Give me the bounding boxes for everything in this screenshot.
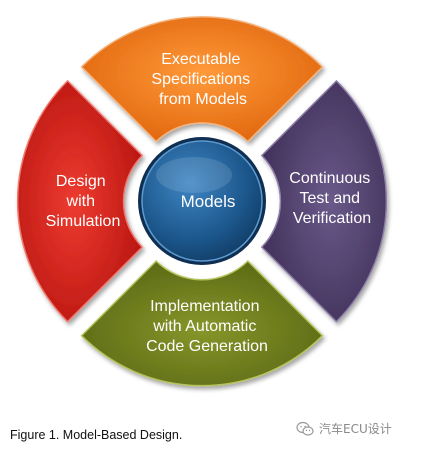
segment-left-line-3: Simulation xyxy=(46,213,121,230)
wechat-icon xyxy=(296,421,314,436)
center-hub: Models xyxy=(138,137,266,265)
segment-left-line-2: with xyxy=(66,193,95,210)
segment-right-line-3: Verification xyxy=(293,210,371,227)
segment-text-left: Design with Simulation xyxy=(46,173,121,230)
hub-circle xyxy=(141,140,263,262)
segment-continuous-test: Continuous Test and Verification xyxy=(260,79,388,323)
segment-implementation: Implementation with Automatic Code Gener… xyxy=(80,260,324,387)
segment-text-bottom: Implementation with Automatic Code Gener… xyxy=(146,298,268,355)
segment-right-line-2: Test and xyxy=(300,190,360,207)
segment-top-line-3: from Models xyxy=(159,91,247,108)
segment-shape-right xyxy=(260,79,388,323)
segment-bottom-line-3: Code Generation xyxy=(146,338,268,355)
segment-text-right: Continuous Test and Verification xyxy=(289,170,374,227)
segment-design-simulation: Design with Simulation xyxy=(16,79,144,323)
hub-highlight xyxy=(156,157,232,193)
watermark: 汽车ECU设计 xyxy=(296,420,392,437)
segment-bottom-line-1: Implementation xyxy=(150,298,259,315)
segment-top-line-1: Executable xyxy=(161,51,240,68)
segment-shape-left xyxy=(16,79,144,323)
segment-top-line-2: Specifications xyxy=(151,71,250,88)
segment-shape-top xyxy=(80,16,324,143)
segment-text-top: Executable Specifications from Models xyxy=(151,51,254,108)
model-based-design-diagram: Executable Specifications from Models Co… xyxy=(16,16,388,387)
segment-bottom-line-2: with Automatic xyxy=(152,318,256,335)
segment-left-line-1: Design xyxy=(56,173,106,190)
figure-caption: Figure 1. Model-Based Design. xyxy=(10,428,183,442)
watermark-text: 汽车ECU设计 xyxy=(319,422,392,436)
segment-right-line-1: Continuous xyxy=(289,170,370,187)
hub-label: Models xyxy=(181,192,236,211)
segment-shape-bottom xyxy=(80,260,324,387)
segment-executable-specifications: Executable Specifications from Models xyxy=(80,16,324,143)
